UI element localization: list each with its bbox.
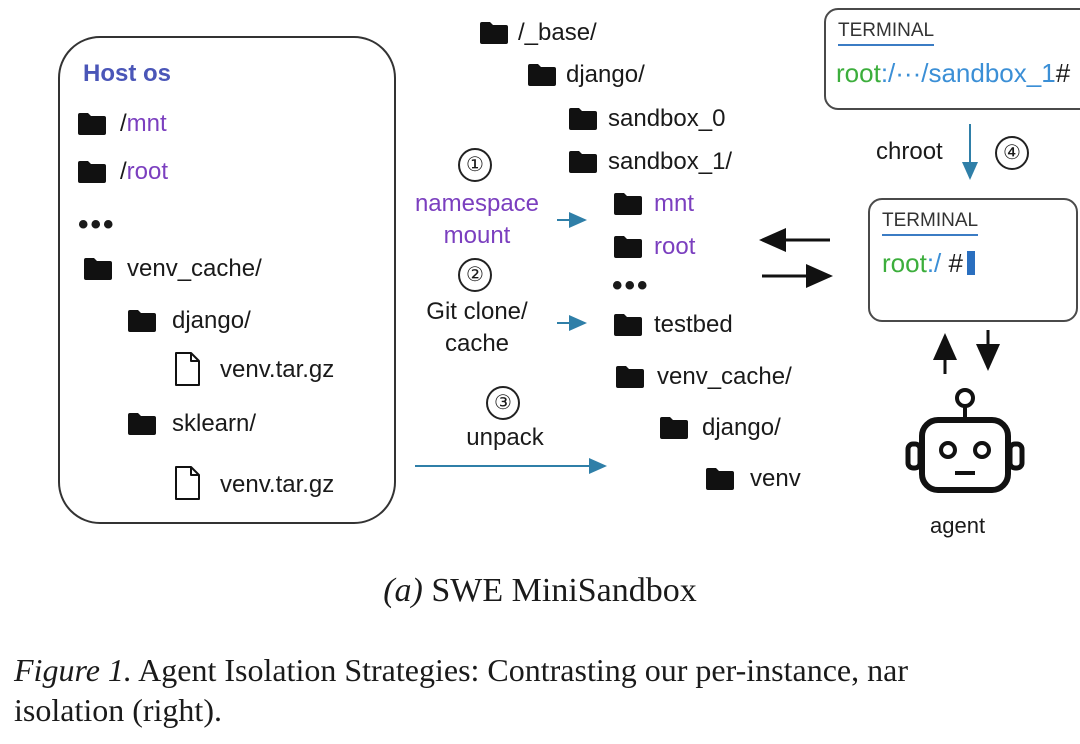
host-item-mnt: /mnt	[120, 110, 167, 137]
host-item-venv-tar-1: venv.tar.gz	[220, 356, 335, 383]
host-item-sklearn: sklearn/	[172, 410, 257, 437]
tree-ellipsis: •••	[612, 269, 650, 302]
tree-item-venv-cache: venv_cache/	[657, 363, 792, 390]
terminal-sandbox-title: TERMINAL	[882, 210, 979, 236]
cursor-icon	[966, 251, 975, 275]
agent-label: agent	[930, 513, 986, 538]
step-2-label: Git clone/cache	[426, 298, 528, 357]
step-4-number: ④	[995, 136, 1029, 170]
folder-icon	[128, 413, 156, 435]
folder-icon	[528, 64, 556, 86]
terminal-sandbox-prompt: root:/ #	[882, 248, 975, 279]
tree-item-base: /_base/	[518, 19, 597, 46]
tree-item-testbed: testbed	[654, 311, 733, 338]
folder-icon	[84, 258, 112, 280]
robot-icon	[900, 378, 1030, 518]
folder-icon	[706, 468, 734, 490]
terminal-host-prompt: root:/···/sandbox_1#	[836, 58, 1071, 88]
step-3-label: unpack	[466, 424, 544, 451]
tree-item-root: root	[654, 233, 696, 260]
tree-item-django: django/	[566, 61, 645, 88]
file-icon	[174, 352, 200, 386]
host-os-panel	[58, 36, 396, 524]
folder-icon	[614, 314, 642, 336]
terminal-host-title: TERMINAL	[838, 20, 935, 46]
step-3-number: ③	[486, 386, 520, 420]
step-4-label: chroot	[876, 138, 943, 165]
host-item-root: /root	[120, 158, 169, 185]
step-1-number: ①	[458, 148, 492, 182]
folder-icon	[78, 161, 106, 183]
folder-icon	[614, 193, 642, 215]
figure-caption: Figure 1. Agent Isolation Strategies: Co…	[14, 652, 908, 728]
tree-item-venv-django: django/	[702, 414, 781, 441]
folder-icon	[614, 236, 642, 258]
folder-icon	[660, 417, 688, 439]
host-os-title: Host os	[83, 60, 172, 87]
tree-item-sandbox0: sandbox_0	[608, 105, 726, 132]
folder-icon	[569, 108, 597, 130]
folder-icon	[78, 113, 106, 135]
file-icon	[174, 466, 200, 500]
subfigure-caption: (a) SWE MiniSandbox	[383, 572, 697, 609]
tree-item-mnt: mnt	[654, 190, 695, 217]
tree-item-venv: venv	[750, 465, 801, 492]
host-item-venv-tar-2: venv.tar.gz	[220, 471, 335, 498]
folder-icon	[480, 22, 508, 44]
host-item-django: django/	[172, 307, 251, 334]
host-item-venv-cache: venv_cache/	[127, 255, 262, 282]
folder-icon	[569, 151, 597, 173]
tree-item-sandbox1: sandbox_1/	[608, 148, 733, 175]
host-ellipsis: •••	[78, 208, 116, 241]
terminal-host	[824, 8, 1080, 110]
folder-icon	[616, 366, 644, 388]
folder-icon	[128, 310, 156, 332]
step-2-number: ②	[458, 258, 492, 292]
